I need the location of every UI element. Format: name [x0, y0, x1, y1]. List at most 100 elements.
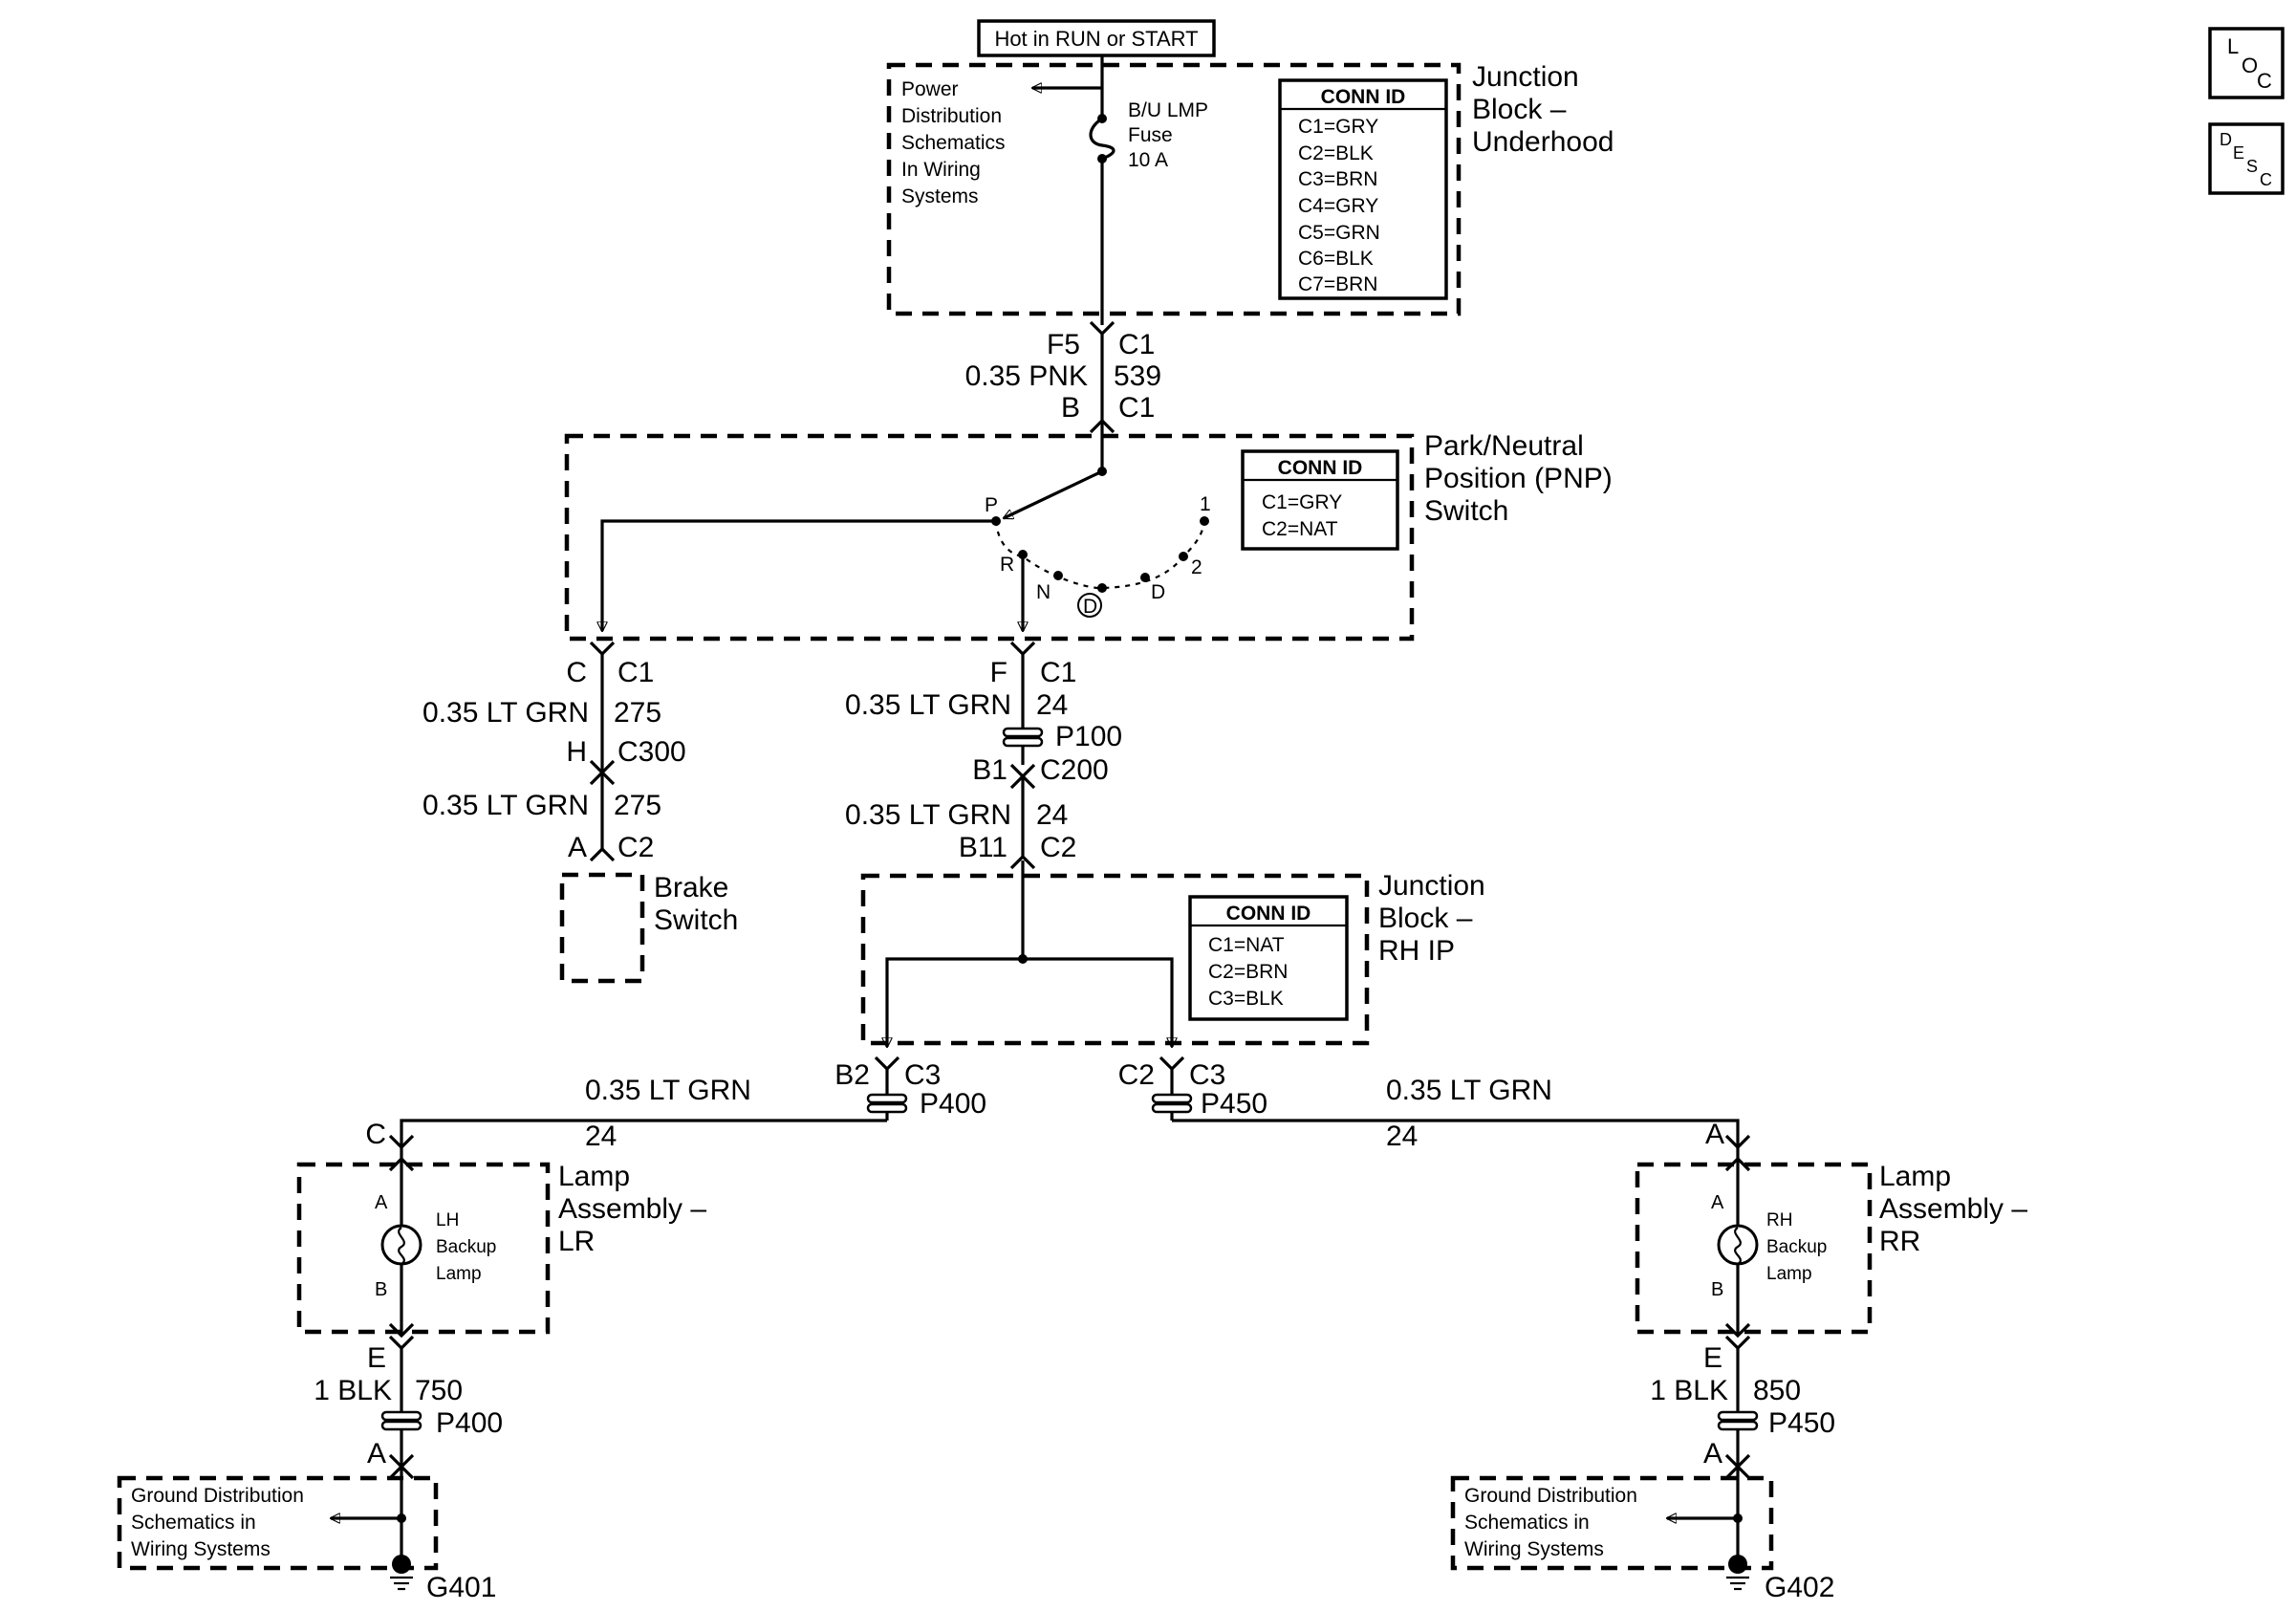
svg-text:E: E — [2233, 143, 2244, 163]
desc-button[interactable]: D E S C — [2208, 122, 2285, 195]
svg-text:R: R — [1000, 554, 1014, 576]
svg-text:B: B — [1711, 1279, 1723, 1300]
svg-text:D: D — [1083, 596, 1097, 618]
svg-text:G402: G402 — [1765, 1572, 1834, 1603]
svg-text:24: 24 — [585, 1121, 617, 1152]
svg-text:Systems: Systems — [901, 185, 979, 207]
svg-text:275: 275 — [614, 790, 661, 821]
svg-text:C3: C3 — [1189, 1059, 1225, 1091]
svg-text:CONN ID: CONN ID — [1226, 903, 1311, 925]
brake-switch — [559, 872, 645, 984]
svg-text:N: N — [1036, 581, 1051, 603]
svg-text:O: O — [2242, 54, 2258, 77]
b-u-lmp-fuse: B/U LMP Fuse 10 A — [1089, 88, 1208, 325]
svg-text:Distribution: Distribution — [901, 105, 1002, 127]
svg-text:C1: C1 — [617, 657, 654, 688]
svg-text:1 BLK: 1 BLK — [314, 1375, 392, 1406]
splice-p400-upper — [866, 1093, 908, 1114]
splice-p100 — [1002, 727, 1044, 748]
svg-text:Park/Neutral: Park/Neutral — [1424, 430, 1584, 462]
conn-id-table-underhood: CONN ID C1=GRY C2=BLK C3=BRN C4=GRY C5=G… — [1278, 78, 1448, 300]
center-branch-circuit-24: F C1 0.35 LT GRN 24 P100 B1 C200 0.35 LT… — [845, 641, 1122, 870]
loc-button[interactable]: L O C — [2208, 27, 2285, 99]
splice-p450-upper — [1151, 1093, 1193, 1114]
svg-text:Ground Distribution: Ground Distribution — [1464, 1485, 1637, 1507]
svg-text:Position (PNP): Position (PNP) — [1424, 463, 1613, 494]
svg-text:0.35 LT GRN: 0.35 LT GRN — [845, 689, 1011, 721]
ground-distribution-reference-right[interactable]: Ground Distribution Schematics in Wiring… — [1464, 1485, 1637, 1560]
svg-text:Switch: Switch — [654, 904, 738, 936]
svg-text:B1: B1 — [972, 754, 1007, 786]
svg-text:P: P — [985, 494, 998, 516]
svg-text:RR: RR — [1879, 1226, 1920, 1257]
svg-text:C1=NAT: C1=NAT — [1208, 934, 1285, 956]
lamp-assembly-lr: Lamp Assembly – LR A LH Backup Lamp B — [296, 1147, 706, 1339]
svg-text:A: A — [1703, 1438, 1722, 1469]
svg-text:B/U LMP: B/U LMP — [1128, 99, 1208, 121]
svg-text:Lamp: Lamp — [1766, 1264, 1812, 1284]
lr-ground-path: E 1 BLK 750 P400 A Ground Distribution S… — [117, 1335, 503, 1603]
wire-539-segment: F5 C1 0.35 PNK 539 B C1 — [965, 320, 1161, 434]
conn-id-table-rh-ip: CONN ID C1=NAT C2=BRN C3=BLK — [1188, 895, 1349, 1021]
svg-text:275: 275 — [614, 697, 661, 729]
svg-text:F5: F5 — [1047, 329, 1080, 360]
svg-text:P450: P450 — [1768, 1407, 1835, 1439]
rr-ground-path: E 1 BLK 850 P450 A Ground Distribution S… — [1450, 1335, 1835, 1603]
svg-text:0.35 LT GRN: 0.35 LT GRN — [422, 697, 589, 729]
svg-text:Assembly –: Assembly – — [1879, 1193, 2027, 1225]
svg-text:C2=NAT: C2=NAT — [1262, 518, 1338, 540]
svg-text:CONN ID: CONN ID — [1278, 457, 1363, 479]
svg-text:0.35 LT GRN: 0.35 LT GRN — [1386, 1075, 1552, 1106]
svg-text:24: 24 — [1036, 689, 1068, 721]
ground-g402-icon — [1728, 1555, 1747, 1574]
svg-text:In Wiring: In Wiring — [901, 159, 981, 181]
park-neutral-position-switch: Park/Neutral Position (PNP) Switch P 1 R… — [564, 421, 1613, 642]
svg-text:C3: C3 — [904, 1059, 941, 1091]
svg-text:P100: P100 — [1055, 721, 1122, 752]
svg-text:Block –: Block – — [1378, 903, 1473, 934]
junction-block-underhood: Junction Block – Underhood Power Distrib… — [886, 55, 1614, 325]
svg-text:C2=BRN: C2=BRN — [1208, 961, 1288, 983]
svg-text:P450: P450 — [1201, 1088, 1267, 1120]
svg-text:A: A — [1705, 1119, 1724, 1150]
svg-text:Lamp: Lamp — [436, 1264, 482, 1284]
svg-text:Power: Power — [901, 78, 959, 100]
svg-text:B2: B2 — [834, 1059, 870, 1091]
svg-text:Junction: Junction — [1378, 870, 1485, 902]
splice-p450-lower — [1717, 1410, 1759, 1431]
power-distribution-reference[interactable]: Power Distribution Schematics In Wiring … — [901, 78, 1006, 207]
svg-text:1 BLK: 1 BLK — [1650, 1375, 1728, 1406]
ground-distribution-reference-left[interactable]: Ground Distribution Schematics in Wiring… — [131, 1485, 304, 1560]
svg-text:750: 750 — [415, 1375, 463, 1406]
brake-switch-branch: C C1 0.35 LT GRN 275 H C300 0.35 LT GRN … — [422, 641, 738, 984]
svg-text:CONN ID: CONN ID — [1321, 86, 1406, 108]
svg-text:Wiring Systems: Wiring Systems — [1464, 1538, 1604, 1560]
svg-text:C2=BLK: C2=BLK — [1298, 142, 1374, 164]
svg-text:24: 24 — [1386, 1121, 1418, 1152]
svg-text:C300: C300 — [617, 736, 686, 768]
svg-text:P400: P400 — [436, 1407, 503, 1439]
rh-backup-lamp-bulb-icon — [1717, 1224, 1759, 1266]
svg-text:C1: C1 — [1040, 657, 1076, 688]
svg-text:1: 1 — [1200, 493, 1211, 515]
svg-text:Lamp: Lamp — [1879, 1161, 1951, 1192]
svg-text:C: C — [2257, 69, 2272, 93]
svg-text:RH IP: RH IP — [1378, 935, 1455, 967]
svg-text:C200: C200 — [1040, 754, 1109, 786]
svg-text:E: E — [1703, 1342, 1722, 1374]
svg-text:Schematics in: Schematics in — [131, 1512, 256, 1534]
svg-text:B: B — [375, 1279, 387, 1300]
svg-text:C2: C2 — [617, 832, 654, 863]
svg-text:C: C — [566, 657, 587, 688]
svg-text:10 A: 10 A — [1128, 149, 1168, 171]
junction-block-rh-ip: Junction Block – RH IP CONN ID C1=NAT C2… — [860, 860, 1485, 1047]
svg-text:Backup: Backup — [436, 1237, 496, 1257]
svg-text:C: C — [365, 1119, 386, 1150]
svg-text:C1=GRY: C1=GRY — [1298, 116, 1378, 138]
left-output-circuit-24: B2 C3 P400 0.35 LT GRN 24 C — [365, 1056, 986, 1152]
svg-text:C4=GRY: C4=GRY — [1298, 195, 1378, 217]
svg-text:P400: P400 — [920, 1088, 986, 1120]
svg-text:B: B — [1061, 392, 1080, 424]
svg-text:C2: C2 — [1040, 832, 1076, 863]
